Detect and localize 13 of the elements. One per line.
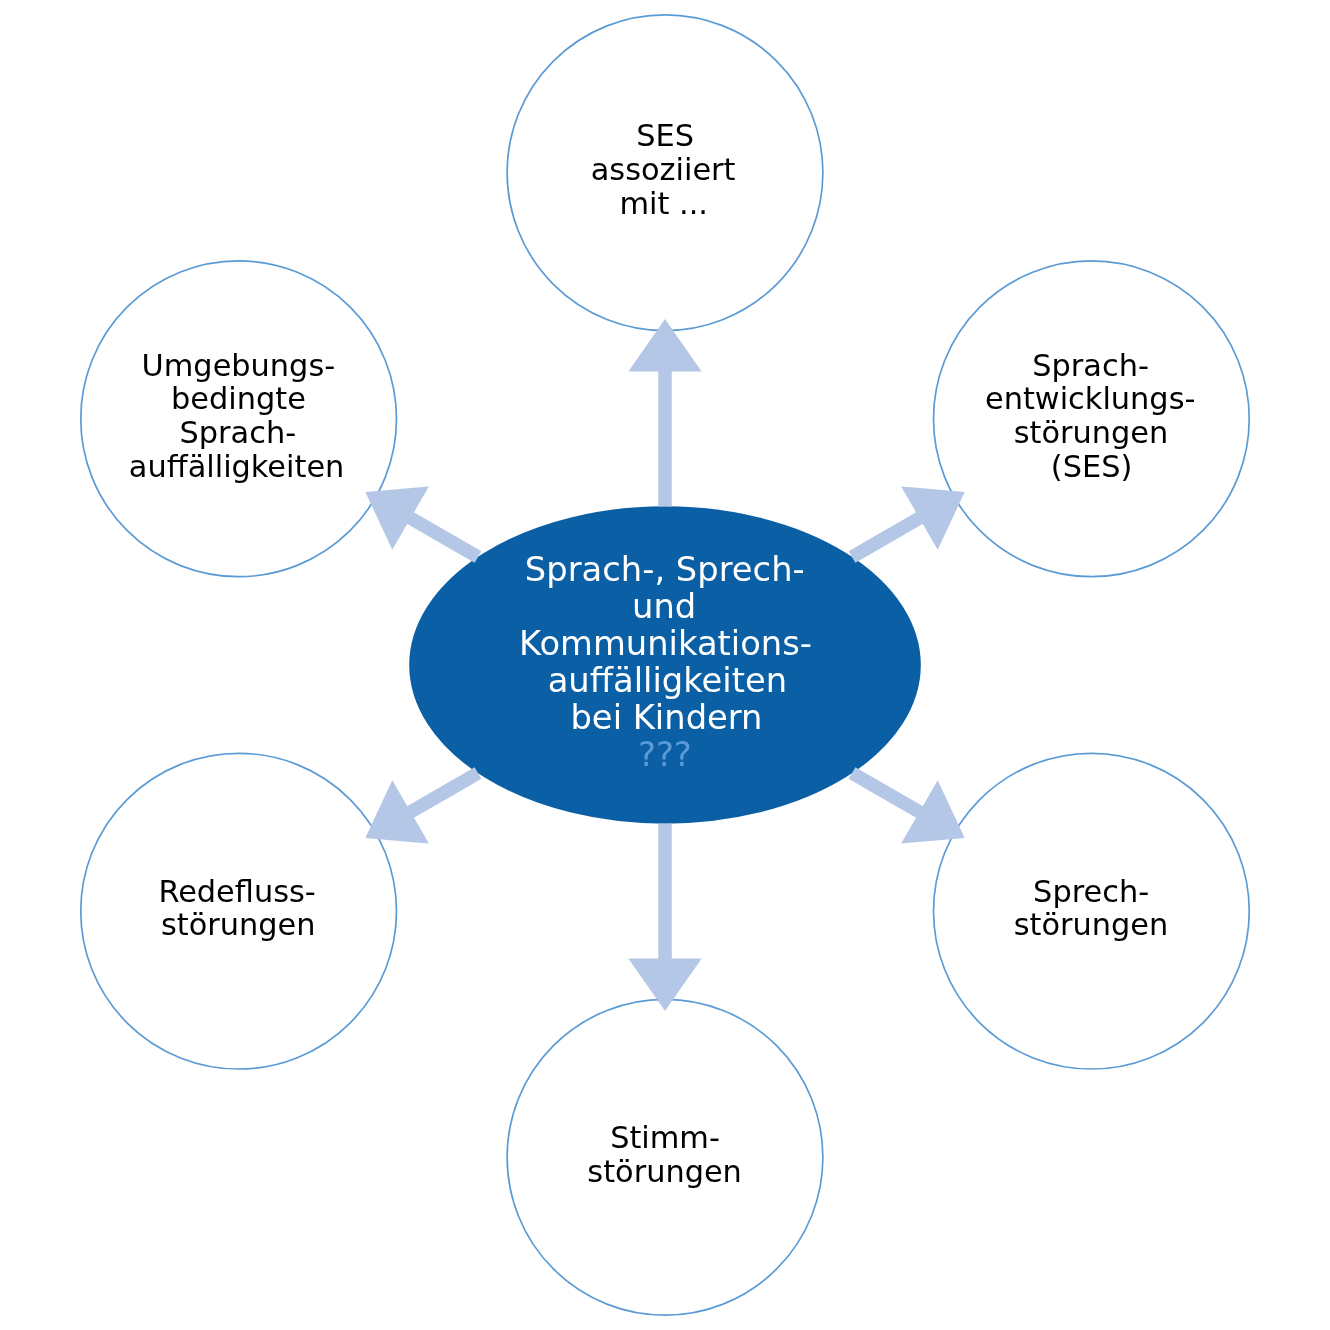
arrow (848, 486, 965, 563)
node-ellipse: Sprach-, Sprech- und Kommunikations- auffälligkeiten bei Kindern ??? (409, 506, 921, 824)
arrow (628, 823, 702, 1011)
arrow (365, 767, 482, 844)
arrow (365, 486, 482, 563)
node-circle: Umgebungs- bedingte Sprach- auffälligkeiten (79, 260, 398, 578)
node-circle: Sprach- entwicklungs- störungen (SES) (932, 260, 1251, 578)
arrow (628, 319, 702, 507)
node-circle: Sprech- störungen (932, 752, 1251, 1070)
arrow (848, 767, 965, 844)
node-circle: Stimm- störungen (506, 998, 824, 1317)
node-circle: Redefluss- störungen (79, 752, 398, 1070)
node-circle: SES assoziiert mit ... (506, 13, 824, 332)
